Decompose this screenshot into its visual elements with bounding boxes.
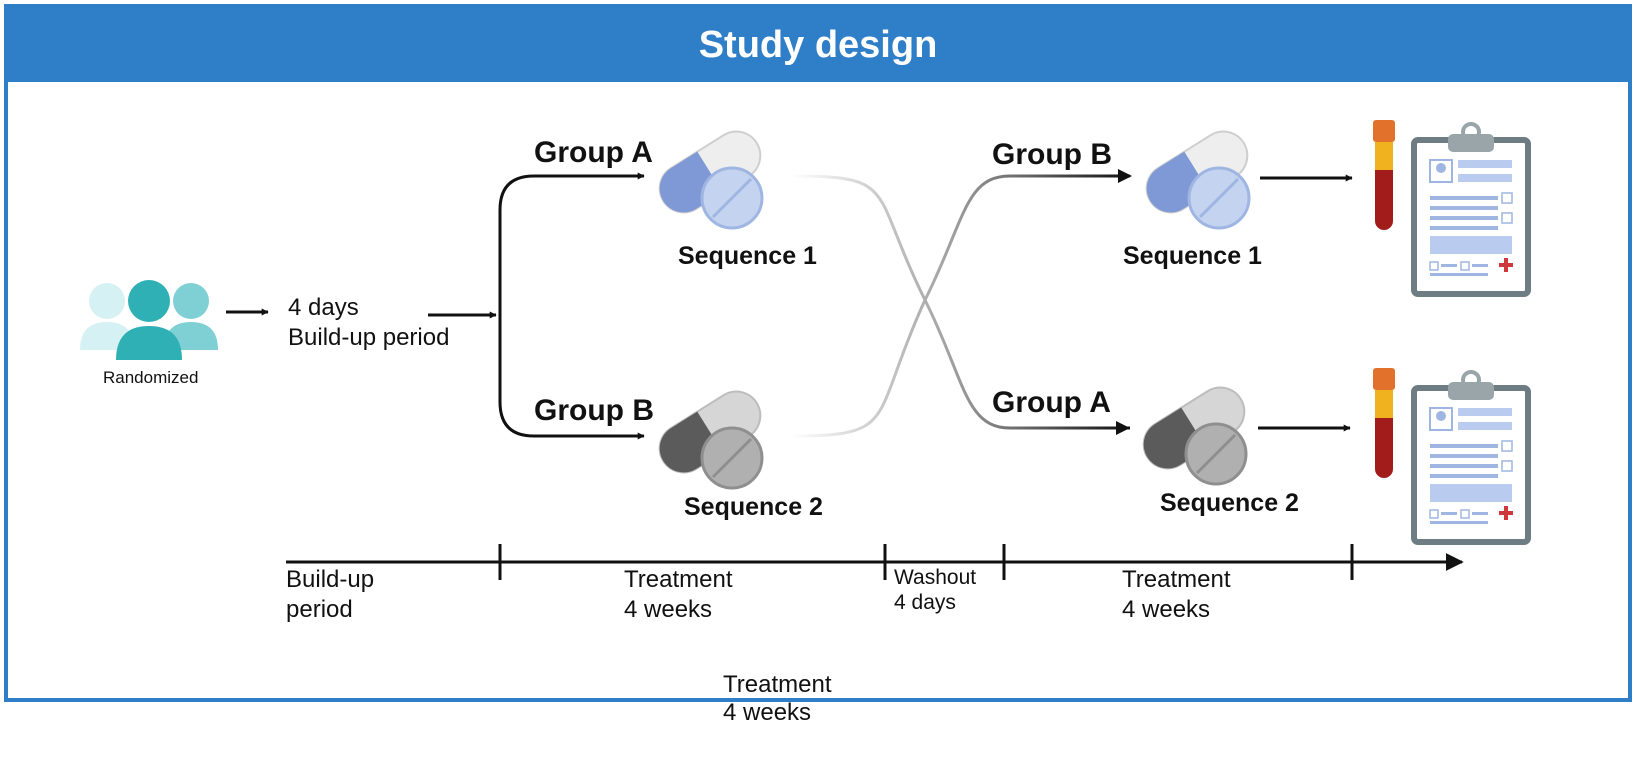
branch-bottom-arrow — [498, 315, 645, 440]
below-frame-label: Treatment 4 weeks — [723, 671, 831, 727]
group-label: Group A — [534, 136, 653, 169]
crossover-curve-bottom — [791, 174, 1130, 438]
blood-tube-icon — [1373, 120, 1395, 230]
timeline-label-line2: 4 weeks — [624, 596, 713, 623]
timeline-label-line1: Build-up — [286, 566, 375, 593]
buildup-label: 4 days Build-up period — [288, 293, 449, 353]
timeline-label-line2: 4 days — [894, 591, 956, 614]
pill-gray-icon — [1142, 386, 1248, 486]
timeline — [286, 544, 1464, 580]
below-frame-line2: 4 weeks — [723, 699, 812, 726]
diagram-frame: Study design — [4, 4, 1632, 702]
below-frame-line1: Treatment — [723, 671, 832, 698]
group-label: Group A — [992, 386, 1111, 419]
group-label: Group B — [992, 138, 1112, 171]
pill-blue-icon — [1145, 130, 1251, 230]
buildup-line2: Build-up period — [288, 324, 450, 351]
buildup-line1: 4 days — [288, 294, 359, 321]
sequence-label: Sequence 1 — [1123, 242, 1262, 270]
people-icon — [80, 280, 218, 360]
crossover-bottom-arrowhead — [1116, 421, 1130, 435]
timeline-label-line1: Washout — [894, 566, 977, 589]
randomized-label: Randomized — [103, 368, 199, 387]
branch-top-arrow — [498, 172, 645, 315]
title-bar: Study design — [8, 8, 1628, 82]
timeline-label-line2: period — [286, 596, 353, 623]
timeline-label: Washout 4 days — [894, 565, 976, 615]
timeline-label: Treatment 4 weeks — [624, 565, 732, 625]
sequence-label: Sequence 1 — [678, 242, 817, 270]
timeline-label: Build-up period — [286, 565, 374, 625]
diagram-title: Study design — [698, 24, 938, 66]
sequence-label: Sequence 2 — [1160, 489, 1299, 517]
timeline-label: Treatment 4 weeks — [1122, 565, 1230, 625]
group-label: Group B — [534, 394, 654, 427]
blood-tube-icon — [1373, 368, 1395, 478]
clipboard-icon — [1411, 370, 1531, 545]
pill-blue-icon — [658, 130, 764, 230]
sequence-label: Sequence 2 — [684, 493, 823, 521]
crossover-top-arrowhead — [1118, 169, 1132, 183]
timeline-label-line1: Treatment — [1122, 566, 1231, 593]
clipboard-icon — [1411, 122, 1531, 297]
timeline-label-line2: 4 weeks — [1122, 596, 1211, 623]
pill-gray-icon — [658, 390, 764, 490]
timeline-label-line1: Treatment — [624, 566, 733, 593]
